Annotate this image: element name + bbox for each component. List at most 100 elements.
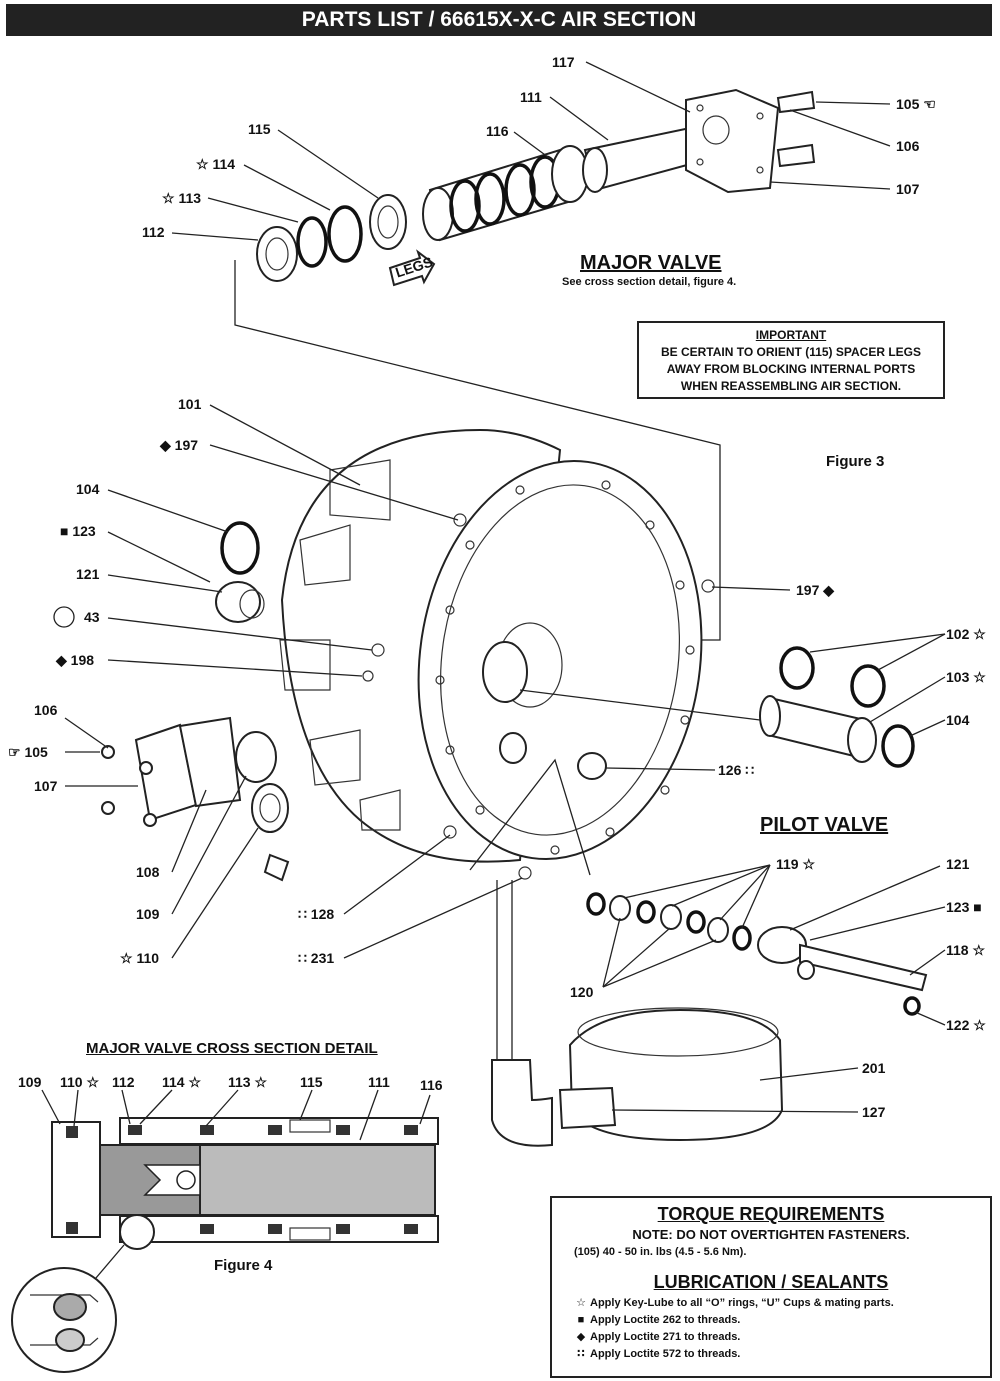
part-109-cap [235,731,277,783]
xs-label-111: 111 [368,1074,390,1090]
left-side-parts [101,521,290,882]
pilot-valve-title: PILOT VALVE [760,814,889,836]
important-note-box: IMPORTANT BE CERTAIN TO ORIENT (115) SPA… [637,321,945,399]
label-198: ◆ 198 [55,652,94,668]
part-112-ring [256,226,298,282]
cross-section-title: MAJOR VALVE CROSS SECTION DETAIL [86,1040,378,1057]
ground-icon [53,606,75,628]
xs-label-113: 113 ☆ [228,1074,267,1090]
xs-label-114: 114 ☆ [162,1074,201,1090]
part-104-snapring [220,521,260,575]
leader-lines [41,61,946,1141]
legs-arrow [388,249,436,287]
label-112: 112 [142,224,165,240]
part-121b-cap [757,926,807,964]
xs-label-112: 112 [112,1074,135,1090]
label-121-right: 121 [946,856,970,872]
lubrication-item: ■Apply Loctite 262 to threads. [572,1312,990,1329]
label-101: 101 [178,396,202,412]
important-line: AWAY FROM BLOCKING INTERNAL PORTS [666,362,916,376]
muffler-assembly [491,880,784,1147]
label-117: 117 [552,54,575,70]
label-127: 127 [862,1104,886,1120]
label-119: 119 ☆ [776,856,815,872]
label-107-top: 107 [896,181,920,197]
label-103: 103 ☆ [946,669,986,685]
label-107-left: 107 [34,778,58,794]
lubrication-item: ☆Apply Key-Lube to all “O” rings, “U” Cu… [572,1295,990,1312]
label-106-left: 106 [34,702,58,718]
label-108: 108 [136,864,160,880]
lubrication-list: ☆Apply Key-Lube to all “O” rings, “U” Cu… [572,1295,990,1363]
housing-flange [417,459,703,861]
label-109: 109 [136,906,160,922]
square-icon: ■ [577,1314,585,1326]
elbow-fitting [491,1059,553,1147]
label-118: 118 ☆ [946,942,985,958]
torque-spec: (105) 40 - 50 in. lbs (4.5 - 5.6 Nm). [574,1246,747,1258]
label-128: ∷ 128 [298,906,334,922]
cross-section-detail [11,1117,439,1373]
part-126-plug [499,732,527,764]
label-120: 120 [570,984,594,1000]
part-104b-snapring [881,724,915,768]
lubrication-item: ◆Apply Loctite 271 to threads. [572,1329,990,1346]
part-114-oring [327,205,363,263]
xs-label-116: 116 [420,1077,443,1093]
label-102: 102 ☆ [946,626,986,642]
label-197-left: ◆ 197 [159,437,198,453]
label-197-right: 197 ◆ [796,582,835,598]
part-108-plate [178,716,242,808]
label-114: ☆ 114 [196,156,235,172]
diamond-icon: ◆ [576,1331,586,1343]
torque-note: NOTE: DO NOT OVERTIGHTEN FASTENERS. [632,1227,910,1242]
label-121-left: 121 [76,566,100,582]
label-104-right: 104 [946,712,970,728]
part-118-rod [799,943,928,992]
torque-title: TORQUE REQUIREMENTS [657,1204,885,1224]
label-113: ☆ 113 [162,190,201,206]
part-201-muffler [568,1008,784,1142]
major-valve-title: MAJOR VALVE [580,252,722,274]
legend-box: TORQUE REQUIREMENTS NOTE: DO NOT OVERTIG… [550,1196,992,1378]
major-valve-assembly: LEGS [234,88,816,641]
figure-3-label: Figure 3 [826,453,885,470]
pilot-valve-assembly [586,892,928,1016]
dots-icon: ∷ [577,1348,585,1360]
important-line: WHEN REASSEMBLING AIR SECTION. [680,379,902,393]
important-line: BE CERTAIN TO ORIENT (115) SPACER LEGS [660,345,922,359]
label-122: 122 ☆ [946,1017,986,1033]
part-labels: 117 111 116 115 ☆ 114 ☆ 113 112 105 ☜ 10… [8,54,986,1120]
xs-label-109: 109 [18,1074,42,1090]
major-valve-subtitle: See cross section detail, figure 4. [562,276,737,288]
label-106-top: 106 [896,138,920,154]
figure-4-label: Figure 4 [214,1257,273,1274]
part-110-seal [251,783,289,833]
part-127-nipple [558,1086,617,1130]
label-116: 116 [486,123,509,139]
label-126: 126 ∷ [718,762,754,778]
star-icon: ☆ [576,1297,586,1309]
label-201: 201 [862,1060,886,1076]
label-110: ☆ 110 [120,950,159,966]
label-123-right: 123 ■ [946,899,982,915]
label-115: 115 [248,121,271,137]
label-105-left: ☞ 105 [8,744,48,760]
part-105-screw [776,90,816,114]
xs-label-115: 115 [300,1074,323,1090]
xs-label-110: 110 ☆ [60,1074,99,1090]
label-231: ∷ 231 [298,950,334,966]
part-113-oring [296,216,328,268]
label-123-left: ■ 123 [60,523,96,539]
main-housing [279,428,715,880]
label-104-left: 104 [76,481,100,497]
right-side-sleeve [759,646,915,768]
part-117-plate [685,88,780,194]
important-heading: IMPORTANT [755,328,827,342]
label-43: 43 [84,609,100,625]
lubrication-title: LUBRICATION / SEALANTS [653,1272,889,1292]
page-title-banner: PARTS LIST / 66615X-X-C AIR SECTION [6,4,992,36]
label-111: 111 [520,89,542,105]
label-105-top: 105 ☜ [896,96,936,112]
